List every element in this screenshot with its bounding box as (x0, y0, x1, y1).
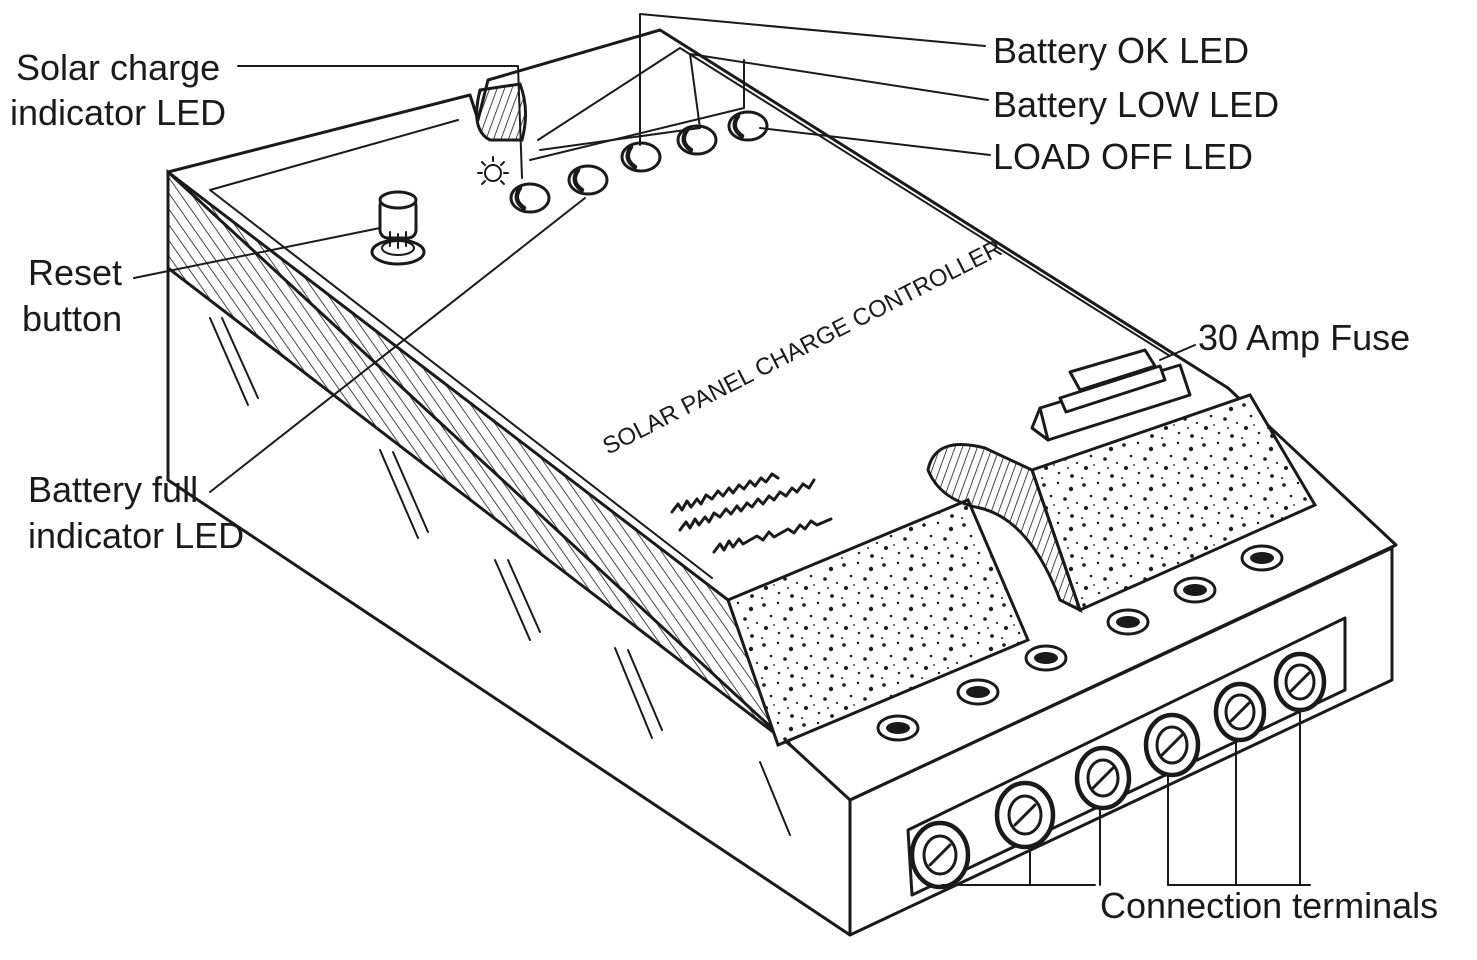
label-battery-full-2: indicator LED (28, 515, 244, 556)
sun-icon (478, 157, 508, 184)
label-reset-2: button (22, 298, 122, 339)
led-battery-full (569, 166, 607, 194)
label-load-off: LOAD OFF LED (993, 136, 1253, 177)
led-battery-ok (622, 143, 660, 171)
label-solar-charge-2: indicator LED (10, 92, 226, 133)
label-battery-full-1: Battery full (28, 469, 198, 510)
led-load-off (729, 112, 767, 140)
label-battery-ok: Battery OK LED (993, 30, 1249, 71)
led-solar-charge (511, 184, 549, 212)
label-fuse: 30 Amp Fuse (1198, 317, 1410, 358)
label-solar-charge-1: Solar charge (16, 47, 220, 88)
label-connection-terminals: Connection terminals (1100, 885, 1438, 926)
device-top-text: SOLAR PANEL CHARGE CONTROLLER (598, 235, 1006, 461)
spec-squiggles (672, 474, 831, 552)
label-reset-1: Reset (28, 252, 122, 293)
label-battery-low: Battery LOW LED (993, 84, 1279, 125)
